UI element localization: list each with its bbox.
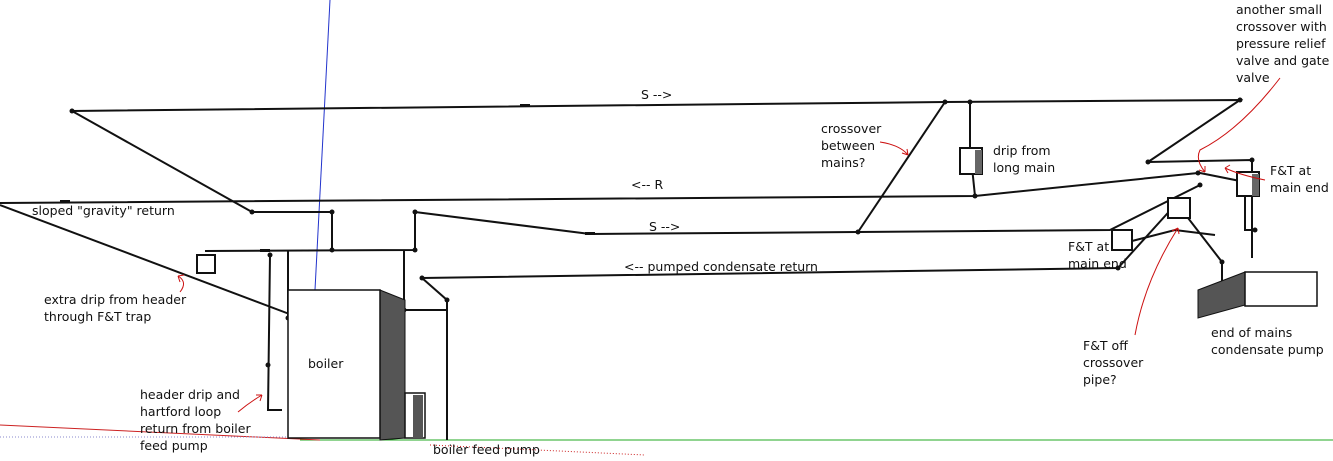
label-extra-drip: extra drip from header through F&T trap [44,292,187,324]
label-return-r: <-- R [631,177,664,192]
label-end-condensate-pump: end of mains condensate pump [1211,325,1324,357]
header [204,212,416,252]
arrow-extra-drip [177,274,185,293]
ft-connections-2 [1199,172,1255,231]
top-main-left-drop [71,110,253,213]
arrow-ft-off-crossover [1134,227,1180,336]
boiler [287,289,426,441]
header-top [252,211,333,250]
arrow-crossover [879,141,909,156]
label-gravity-return: sloped "gravity" return [32,203,175,218]
lower-supply [414,184,1201,236]
label-header-drip: header drip and hartford loop return fro… [140,387,251,453]
trap-crossover [1167,197,1191,219]
gravity-return [0,204,301,319]
label-pumped-return: <-- pumped condensate return [624,259,818,274]
label-boiler-feed-pump: boiler feed pump [433,442,540,457]
blue-axis [314,0,331,291]
annotation-arrows [177,77,1281,413]
pipe-joints [60,97,1258,368]
label-drip-long-main: drip from long main [993,143,1056,175]
condensate-pump-face [1244,271,1318,307]
label-crossover-mains: crossover between mains? [821,121,882,170]
label-ft-off-crossover: F&T off crossover pipe? [1083,338,1144,387]
boiler-face [287,289,381,439]
label-ft-main-end-left: F&T at main end [1068,239,1127,271]
arrow-header-drip [237,394,263,413]
red-axis [0,424,321,441]
label-supply-top: S --> [641,87,673,102]
riser-left [266,254,282,411]
label-supply-lower: S --> [649,219,681,234]
label-boiler: boiler [308,356,344,371]
return-main [0,172,1199,204]
arrow-ft-main-end [1224,164,1266,181]
traps [196,147,1260,274]
trap-header-drip [196,254,216,274]
crossover-between-mains [857,101,946,233]
arrow-small-crossover [1197,77,1281,173]
condensate-pump [1197,271,1318,319]
supply-main-top [71,98,1244,163]
boiler-side [379,289,406,441]
label-ft-main-end-right: F&T at main end [1270,163,1329,195]
trap-main-end-left [1111,229,1133,251]
label-small-crossover: another small crossover with pressure re… [1236,2,1330,85]
